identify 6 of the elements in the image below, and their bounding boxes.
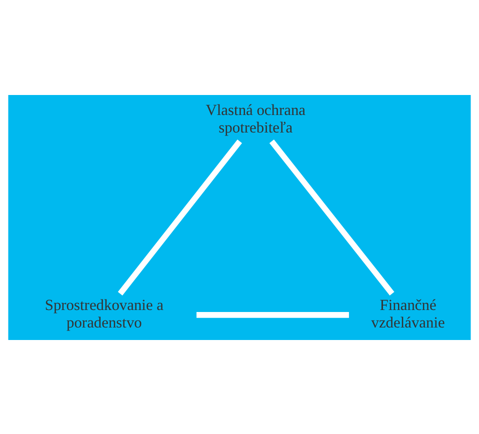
connector	[196, 312, 349, 318]
node-text: Sprostredkovanie a poradenstvo	[44, 296, 164, 331]
connector	[118, 139, 242, 295]
connector	[269, 139, 394, 295]
node-text: Finančné vzdelávanie	[371, 296, 445, 331]
node-text: Vlastná ochrana spotrebiteľa	[206, 102, 306, 136]
